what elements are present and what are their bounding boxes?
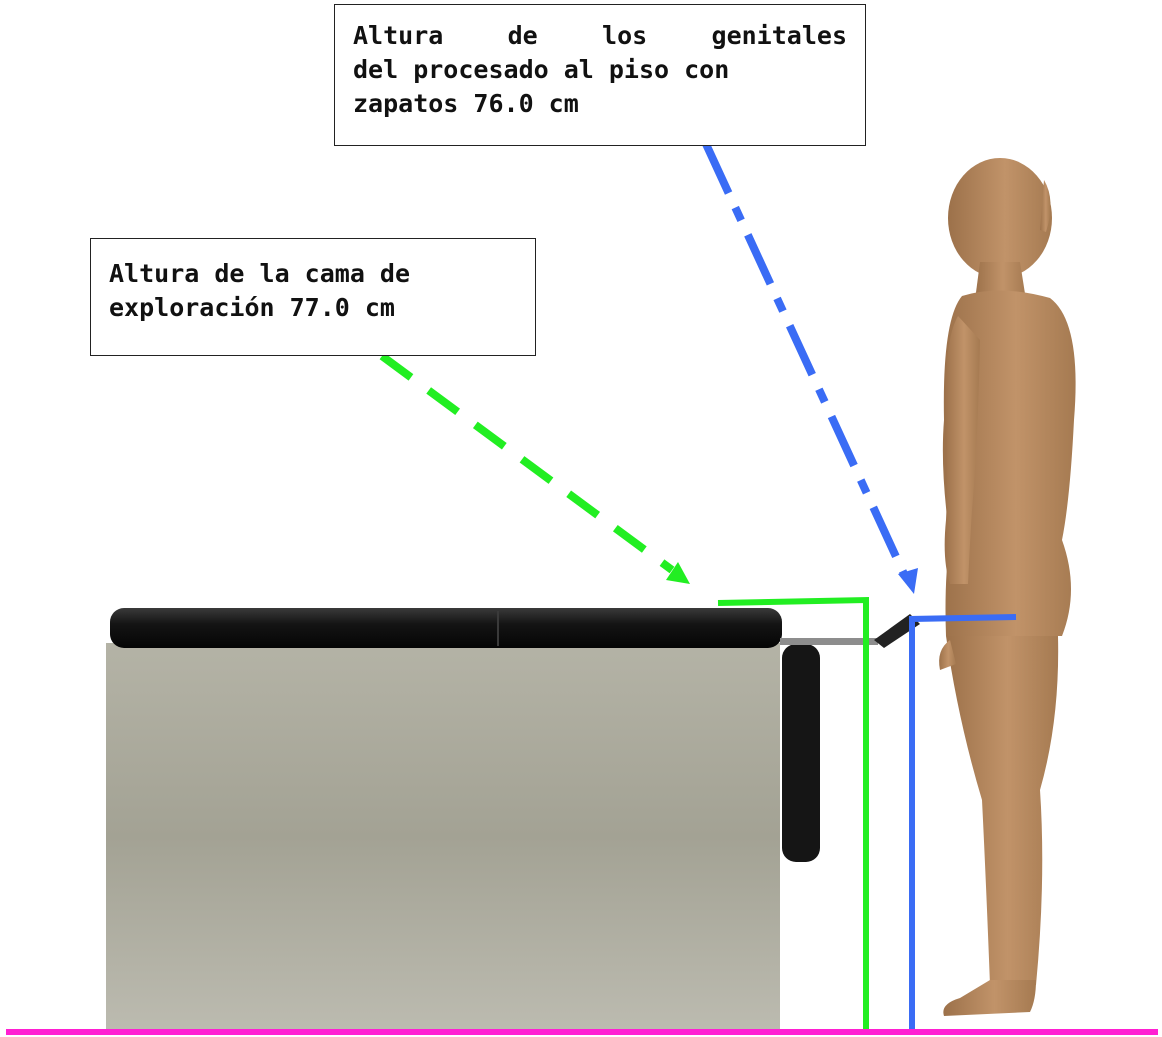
examination-table-icon [106,608,920,1031]
bed-height-arrow [379,352,690,584]
table-mattress [110,608,782,648]
genital-callout-line-2: del procesado al piso con [353,55,730,84]
stirrup-bracket [874,614,920,648]
bed-callout-line-1: Altura de la cama de [109,259,411,288]
bed-height-marker [717,596,869,1032]
genital-height-arrow [702,142,918,594]
genital-callout-line-3: zapatos 76.0 cm [353,89,579,118]
floor-line [6,1029,1158,1035]
genital-height-marker [909,614,1017,1032]
bed-height-callout: Altura de la cama de exploración 77.0 cm [90,238,536,356]
genital-height-callout: Altura de los genitales del procesado al… [334,4,866,146]
table-base [106,643,780,1031]
stirrup-rod [780,638,878,645]
footrest-pad [782,644,820,862]
genital-callout-line-1: Altura de los genitales [353,21,847,50]
bed-callout-line-2: exploración 77.0 cm [109,293,395,322]
standing-man-icon [939,158,1076,1016]
